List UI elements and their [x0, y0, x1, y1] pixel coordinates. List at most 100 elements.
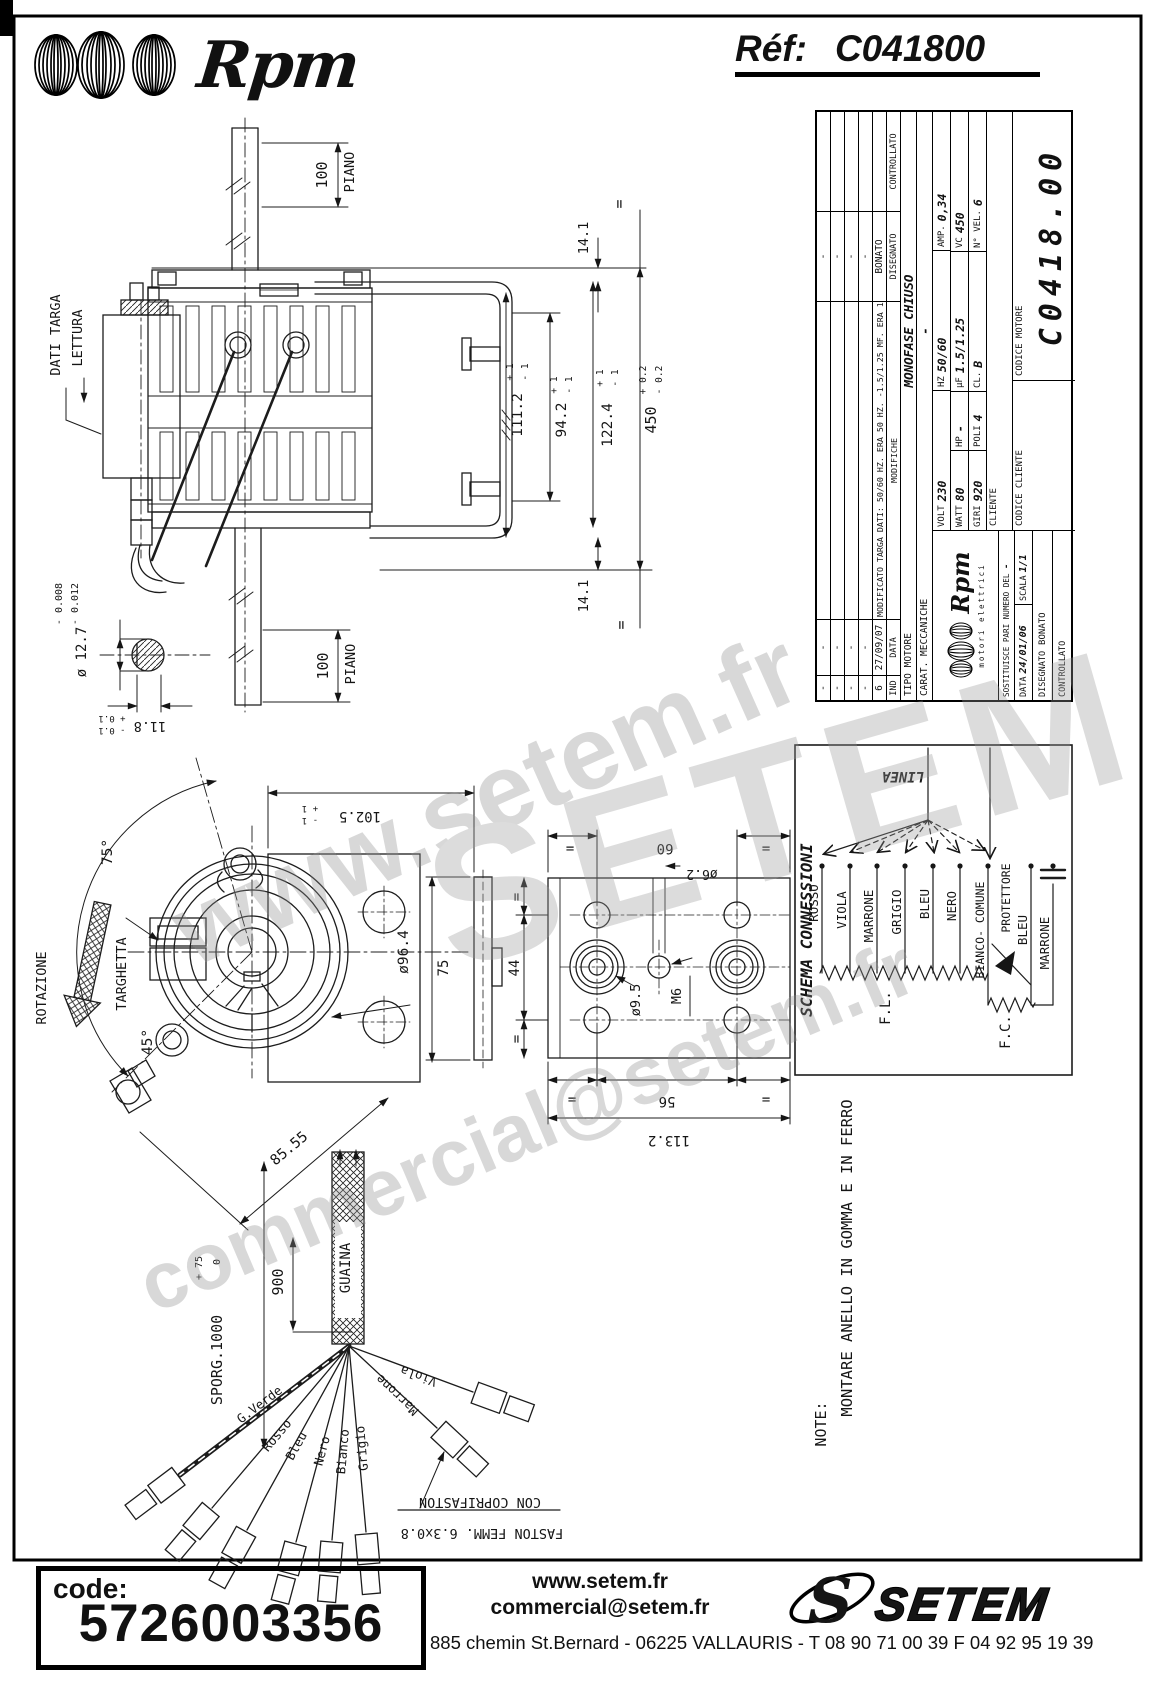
wire-bianco-comune: BIANCO- COMUNE	[973, 881, 987, 978]
svg-text:S: S	[808, 1564, 853, 1637]
tol-450-p: + 0.2	[638, 366, 649, 395]
data-label: DATA	[1018, 676, 1029, 697]
label-guaina: GUAINA	[338, 1242, 354, 1293]
rev-date: -	[859, 620, 872, 676]
label-rotazione: ROTAZIONE	[34, 951, 50, 1024]
schema-fl: F.L.	[878, 991, 894, 1025]
label-dati-targa: DATI TARGA	[48, 294, 64, 375]
plate-eq-6: =	[762, 1091, 770, 1107]
tipo-motore-label: TIPO MOTORE	[903, 633, 914, 696]
dim-piano-bot: PIANO	[343, 644, 359, 685]
rev-dis: BONATO	[873, 212, 886, 302]
sostituisce-label: SOSTITUISCE PARI NUMERO DEL	[1002, 573, 1011, 697]
tb-rpm-logo: Rpm motori elettrici	[933, 531, 999, 700]
rev-date: -	[845, 620, 858, 676]
disegnato-row: DISEGNATO BONATO	[1033, 531, 1053, 700]
schema-drawing	[794, 744, 1073, 1076]
cl-label: CL.	[972, 371, 983, 388]
rev-ctrl	[873, 112, 886, 212]
hdr-modifiche: MODIFICHE	[887, 302, 900, 620]
plate-m6: M6	[669, 988, 685, 1004]
title-block: - - - - - - - - - - - - 6 27/09/07 MODIF…	[815, 110, 1075, 702]
rev-ind: -	[846, 685, 857, 691]
disegnato-label: DISEGNATO	[1037, 650, 1048, 697]
rev-mod	[859, 302, 872, 620]
rpm-logo: Rpm	[28, 20, 362, 110]
dim-100-top: 100	[313, 161, 331, 188]
sheet-frame	[0, 0, 1143, 1562]
tol-127-b: - 0.012	[70, 583, 81, 625]
giri-label: GIRI	[972, 505, 983, 527]
code-label: code:	[53, 1573, 128, 1604]
carat-row: CARAT. MECCANICHE -	[917, 112, 933, 700]
tol-94-m: - 1	[564, 376, 575, 393]
tol-94-p: + 1	[549, 376, 560, 393]
tb-rpm-sub: motori elettrici	[976, 563, 986, 668]
footer-website: www.setem.fr	[532, 1570, 668, 1593]
tb-rpm-text: Rpm	[946, 551, 975, 614]
reference-block: Réf: C041800	[735, 28, 1040, 77]
disegnato-value: BONATO	[1037, 612, 1048, 645]
rev-ctrl	[845, 112, 858, 212]
rev-dis: -	[859, 212, 872, 302]
carat-value: -	[917, 327, 932, 335]
code-box: code: 5726003356	[36, 1566, 426, 1670]
rev-mod	[831, 302, 844, 620]
dim-900: 900	[269, 1268, 287, 1295]
angle-75: 75°	[100, 839, 116, 865]
plate-dia-6-2: ø6.2	[686, 866, 717, 881]
setem-brand-text: SETEM	[872, 1578, 1053, 1630]
wire-marrone-1: MARRONE	[861, 890, 876, 943]
note-block: NOTE: MONTARE ANELLO IN GOMMA E IN FERRO	[812, 1099, 856, 1446]
ref-label: Réf:	[735, 28, 807, 69]
hdr-ind: IND	[888, 680, 899, 696]
rev-dis: -	[817, 212, 830, 302]
plate-dia-9-5: ø9.5	[628, 984, 644, 1017]
ref-value: C041800	[834, 28, 986, 69]
footer: code: 5726003356 www.setem.fr commercial…	[0, 1560, 1153, 1682]
dim-11-8: 11.8	[134, 718, 167, 734]
cwire-bianco: Bianco	[333, 1428, 352, 1474]
cl-value: B	[970, 360, 985, 368]
schema-linea: LINEA	[882, 768, 924, 784]
tol-111-p: + 1	[505, 363, 516, 380]
rev-date: 27/09/07	[873, 620, 886, 676]
hp-value: -	[952, 425, 967, 433]
dim-102-5: 102.5	[339, 808, 381, 824]
setem-swoosh-icon: S	[789, 1564, 875, 1637]
tol-sporg-p: + 75	[194, 1256, 205, 1280]
side-view-labels: 100 PIANO DATI TARGA LETTURA 14.1 = 111.…	[48, 152, 665, 735]
code-value: 5726003356	[78, 1594, 384, 1653]
controllato-row: CONTROLLATO	[1053, 531, 1073, 700]
setem-logo: S SETEM	[780, 1560, 1055, 1649]
tol-450-m: - 0.2	[654, 366, 665, 395]
dim-sporg: SPORG.1000	[208, 1315, 226, 1405]
plate-dim-113-2: 113.2	[648, 1132, 690, 1148]
tipo-motore-value: MONOFASE CHIUSO	[901, 274, 916, 388]
rev-ctrl	[859, 112, 872, 212]
revision-header-row: IND DATA MODIFICHE DISEGNATO CONTROLLATO	[887, 112, 901, 700]
hdr-controllato: CONTROLLATO	[887, 112, 900, 212]
dim-piano-top: PIANO	[342, 152, 358, 193]
tol-102-p: + 1	[302, 803, 318, 813]
revision-row-filled: 6 27/09/07 MODIFICATO TARGA DATI: 50/60 …	[873, 112, 887, 700]
dim-100-bot: 100	[314, 652, 332, 679]
codice-cliente-cell: CODICE CLIENTE	[1013, 380, 1075, 530]
tol-122-p: + 1	[595, 369, 606, 386]
rev-mod	[845, 302, 858, 620]
label-faston: FASTON FEMM. 6.3x0.8	[401, 1525, 564, 1541]
scala-label: SCALA	[1018, 575, 1029, 601]
note-label: NOTE:	[812, 1401, 830, 1446]
hdr-disegnato: DISEGNATO	[887, 212, 900, 302]
dim-94-2: 94.2	[554, 403, 570, 438]
plate-view-dimensions	[515, 829, 791, 1125]
side-view-dimensions	[65, 142, 644, 713]
data-value: 24/01/06	[1018, 625, 1029, 674]
rev-ctrl	[831, 112, 844, 212]
schema-labels: SCHEMA CONNESSIONI LINEA ROSSO VIOLA MAR…	[797, 768, 1052, 1049]
plate-dim-60: 60	[657, 840, 674, 856]
plate-eq-4: =	[509, 1035, 525, 1043]
